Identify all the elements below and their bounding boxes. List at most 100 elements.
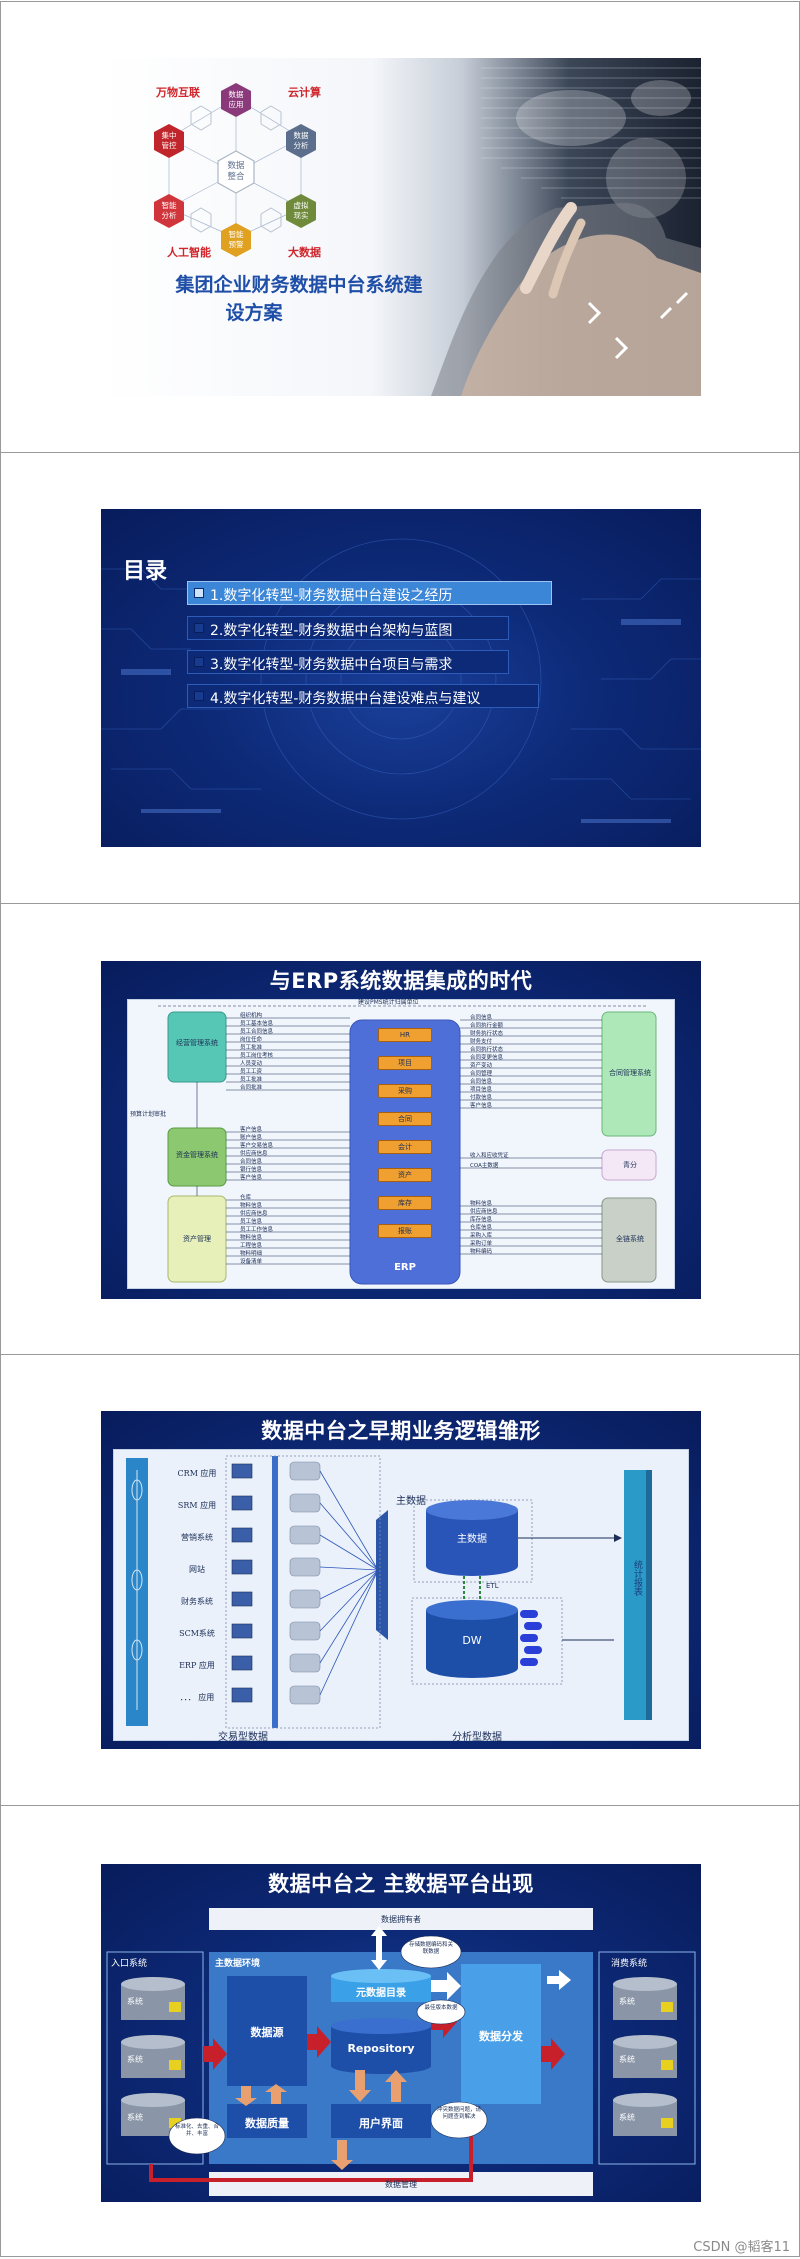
flow-line <box>319 1569 379 1632</box>
erp-module: HR <box>378 1028 432 1042</box>
hex-lower-left-label: 智能 分析 <box>161 201 177 220</box>
contents-background <box>101 538 701 823</box>
user-interface-label: 用户界面 <box>359 2117 403 2130</box>
database-icon <box>289 1557 321 1577</box>
hex-upper-left-label: 集中 管控 <box>161 131 177 150</box>
data-item-label: 采购订单 <box>470 1241 493 1247</box>
mdm-env-label: 主数据环境 <box>215 1959 261 1969</box>
data-item-label: 项目信息 <box>470 1087 493 1093</box>
database-icon <box>289 1685 321 1705</box>
toc-item-1[interactable]: 1.数字化转型-财务数据中台建设之经历 <box>187 581 552 605</box>
metadata-label: 元数据目录 <box>356 1988 406 1999</box>
label-cloud: 云计算 <box>288 86 321 99</box>
data-item-label: 仓库信息 <box>470 1225 493 1231</box>
cover-title-line2: 设方案 <box>225 302 283 324</box>
label-iot: 万物互联 <box>156 86 200 99</box>
data-item-label: 合同执行状态 <box>470 1047 504 1053</box>
left-system-3: 资产管理 <box>183 1235 211 1243</box>
data-item-label: 物料信息 <box>240 1235 263 1241</box>
left-system-1: 经营管理系统 <box>176 1039 218 1047</box>
data-item-label: 财务支付 <box>470 1039 493 1045</box>
hex-bottom-label: 智能 预警 <box>228 230 244 249</box>
report-bar-label: 统计报表 <box>632 1560 642 1596</box>
system-cylinder-top <box>613 2093 677 2107</box>
data-item-label: 供应商信息 <box>240 1211 268 1217</box>
erp-module: 采购 <box>378 1084 432 1098</box>
slide-frame-2: 目录 1.数字化转型-财务数据中台建设之经历 2.数字化转型-财务数据中台架构与… <box>0 452 800 904</box>
system-label: 系统 <box>127 2113 143 2122</box>
data-item-label: 员工批准 <box>240 1077 263 1083</box>
source-system-label: ERP 应用 <box>179 1661 215 1670</box>
data-item-label: 工程信息 <box>240 1243 263 1249</box>
system-label: 系统 <box>619 2113 635 2122</box>
slide-title: 与ERP系统数据集成的时代 <box>269 969 533 993</box>
toc-item-label: 3.数字化转型-财务数据中台项目与需求 <box>210 657 453 673</box>
data-item-label: 物料编码 <box>470 1249 493 1255</box>
data-item-label: 物料明细 <box>240 1251 263 1257</box>
etl-label: ETL <box>486 1582 499 1590</box>
data-item-label: 合同管理 <box>470 1071 493 1077</box>
data-item-label: 仓库 <box>240 1195 252 1201</box>
data-item-label: 员工岗位考核 <box>240 1053 274 1059</box>
computer-icon <box>231 1623 253 1639</box>
computer-icon <box>231 1687 253 1703</box>
data-item-label: 员工批准 <box>240 1045 263 1051</box>
toc-item-3[interactable]: 3.数字化转型-财务数据中台项目与需求 <box>187 650 509 674</box>
data-item-label: 物料信息 <box>240 1203 263 1209</box>
hex-center-label: 数据 整合 <box>227 161 245 182</box>
system-cylinder-top <box>121 2093 185 2107</box>
data-item-label: 银行信息 <box>240 1167 263 1173</box>
toc-bullet-icon <box>194 657 204 667</box>
slide-frame-5: 数据中台之 主数据平台出现 <box>0 1805 800 2257</box>
source-system-label: 网站 <box>189 1565 205 1574</box>
erp-top-note: 建设PMS统计归属单位 <box>358 999 419 1006</box>
master-data-caption: 主数据 <box>396 1496 426 1507</box>
computer-icon <box>231 1559 253 1575</box>
data-item-label: 财务执行状态 <box>470 1031 504 1037</box>
flow-line <box>319 1569 379 1600</box>
erp-label: ERP <box>394 1262 416 1273</box>
distribute-label: 数据分发 <box>479 2030 523 2043</box>
data-item-label: 采购入库 <box>470 1233 493 1239</box>
system-label: 系统 <box>619 1997 635 2006</box>
computer-icon <box>231 1463 253 1479</box>
system-badge <box>661 2060 673 2070</box>
system-badge <box>661 2118 673 2128</box>
hex-lower-right-label: 虚拟 现实 <box>293 201 309 220</box>
repository-label: Repository <box>347 2042 415 2055</box>
contents-heading: 目录 <box>123 559 168 584</box>
database-icon <box>289 1653 321 1673</box>
master-data-graphic <box>106 1908 696 2196</box>
slide-cover: 数据 整合 数据 应用 集中 管控 数据 分析 智能 分析 虚拟 现实 智能 预… <box>101 58 701 396</box>
database-icon <box>289 1589 321 1609</box>
toc-item-4[interactable]: 4.数字化转型-财务数据中台建设难点与建议 <box>187 684 539 708</box>
data-owner-label: 数据拥有者 <box>381 1915 421 1924</box>
label-ai: 人工智能 <box>167 246 211 259</box>
slide-early-logic: 数据中台之早期业务逻辑雏形 <box>101 1411 701 1749</box>
toc-item-label: 1.数字化转型-财务数据中台建设之经历 <box>210 588 453 604</box>
toc-item-label: 4.数字化转型-财务数据中台建设难点与建议 <box>210 691 481 707</box>
source-system-label: ．．． 应用 <box>179 1693 215 1702</box>
data-item-label: 客户交易信息 <box>240 1143 274 1149</box>
database-icon <box>289 1493 321 1513</box>
right-system-mid: 青分 <box>623 1161 637 1169</box>
source-system-label: CRM 应用 <box>177 1469 217 1478</box>
slide-master-data: 数据中台之 主数据平台出现 <box>101 1864 701 2202</box>
flow-line <box>319 1569 379 1664</box>
toc-bullet-icon <box>194 623 204 633</box>
slide-contents: 目录 1.数字化转型-财务数据中台建设之经历 2.数字化转型-财务数据中台架构与… <box>101 509 701 847</box>
watermark: CSDN @韬客11 <box>693 2240 790 2255</box>
data-item-label: 客户信息 <box>240 1175 263 1181</box>
dw-label: DW <box>462 1634 482 1647</box>
erp-module: 库存 <box>378 1196 432 1210</box>
computer-icon <box>231 1591 253 1607</box>
erp-module: 报账 <box>378 1224 432 1238</box>
data-item-label: 员工信息 <box>240 1219 263 1225</box>
toc-item-2[interactable]: 2.数字化转型-财务数据中台架构与蓝图 <box>187 616 509 640</box>
database-icon <box>289 1621 321 1641</box>
hex-top-label: 数据 应用 <box>228 90 244 109</box>
toc-item-label: 2.数字化转型-财务数据中台架构与蓝图 <box>210 623 453 639</box>
flow-line <box>319 1566 379 1571</box>
